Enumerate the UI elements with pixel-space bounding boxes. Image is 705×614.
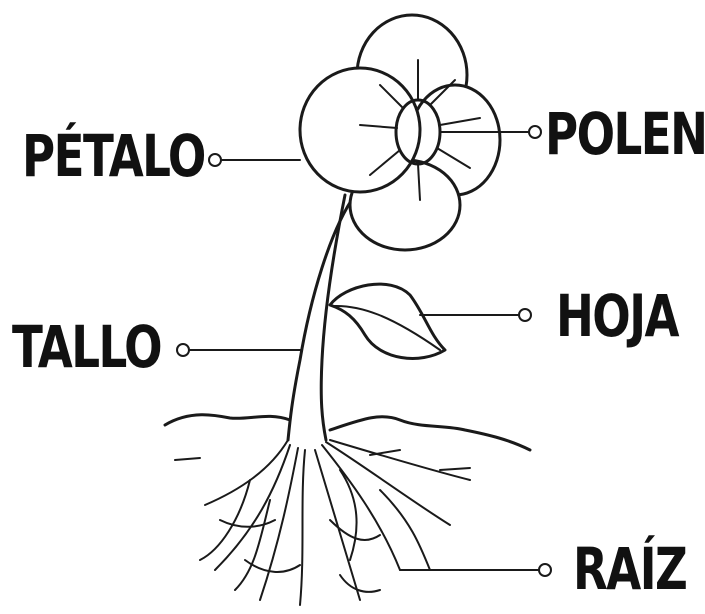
pointer-tallo — [177, 344, 300, 356]
stem — [288, 195, 355, 440]
label-polen: POLEN — [545, 105, 705, 163]
ground — [165, 415, 530, 470]
pointer-hoja — [420, 309, 531, 321]
leaf — [330, 284, 445, 358]
pointer-petalo — [209, 154, 300, 166]
petal-left — [300, 68, 420, 192]
label-tallo: TALLO — [12, 318, 161, 376]
label-raiz: RAÍZ — [573, 540, 686, 598]
roots — [200, 440, 470, 605]
label-petalo: PÉTALO — [22, 127, 205, 185]
label-hoja: HOJA — [556, 287, 678, 345]
pointer-raiz — [400, 564, 551, 576]
